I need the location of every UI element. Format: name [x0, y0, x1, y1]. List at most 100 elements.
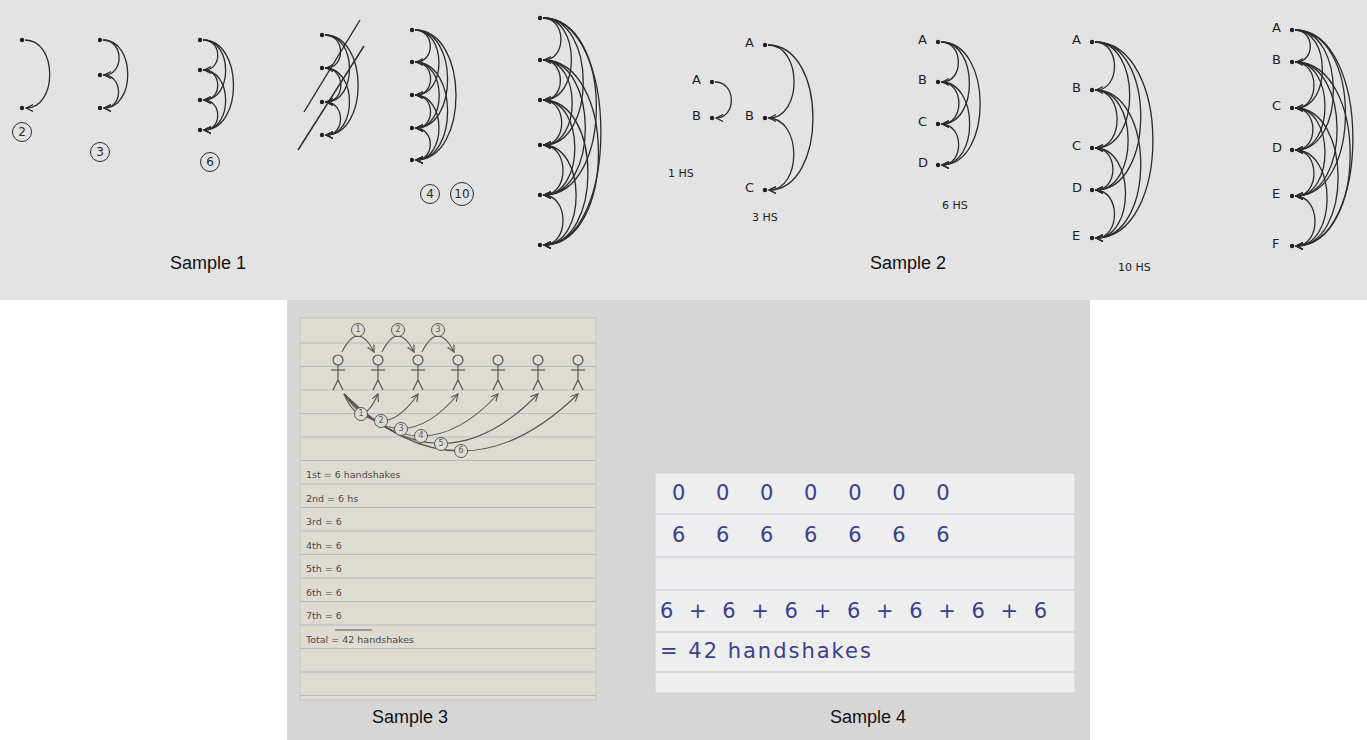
- handshake-arc: [941, 82, 970, 165]
- handshake-arc: [543, 145, 563, 195]
- handshake-count: 3 HS: [752, 212, 778, 224]
- circled-number-text: 4: [426, 188, 434, 200]
- sample1-drawing: [20, 38, 50, 110]
- person-dot: [410, 158, 414, 162]
- handshake-arc: [422, 336, 454, 352]
- handshake-arc: [415, 30, 456, 160]
- person-dot: [936, 163, 940, 167]
- circled-number-text: 3: [96, 146, 104, 158]
- stick-figure: [571, 355, 585, 390]
- handshake-arc: [1095, 190, 1114, 238]
- person-letter: B: [1072, 81, 1081, 95]
- person-dot: [320, 133, 324, 137]
- table-row: 5th = 6: [306, 564, 342, 574]
- circled-number-text: 3: [435, 326, 440, 334]
- sum-row: 6 + 6 + 6 + 6 + 6 + 6 + 6: [660, 600, 1047, 623]
- circled-number: 10: [450, 182, 474, 206]
- sample1-drawing: [198, 38, 234, 132]
- handshake-arc: [543, 60, 598, 245]
- person-letter: C: [1072, 139, 1081, 153]
- person-dot: [763, 116, 767, 120]
- circled-number: 4: [414, 429, 428, 443]
- person-dot: [98, 38, 102, 42]
- handshake-arc: [1095, 90, 1141, 238]
- person-letter: E: [1072, 229, 1080, 243]
- stick-figure: [451, 355, 465, 390]
- person-dot: [198, 38, 202, 42]
- person-dot: [1090, 146, 1094, 150]
- cross-out: [298, 46, 364, 150]
- handshake-count: 1 HS: [668, 168, 694, 180]
- person-dot: [538, 58, 542, 62]
- person-letter: B: [745, 109, 754, 123]
- sample2-drawing: [936, 40, 980, 167]
- person-dot: [20, 38, 24, 42]
- person-letter: A: [1072, 33, 1081, 47]
- circled-number: 2: [391, 323, 405, 337]
- person-dot: [1290, 148, 1294, 152]
- sample-caption: Sample 3: [372, 708, 448, 728]
- handshake-arc: [1095, 148, 1126, 238]
- person-dot: [1290, 106, 1294, 110]
- handshake-arc: [1095, 90, 1117, 148]
- person-dot: [538, 243, 542, 247]
- sample1-drawing: [298, 20, 364, 150]
- handshake-arc: [382, 336, 414, 352]
- circled-number-text: 1: [358, 410, 363, 418]
- person-dot: [320, 100, 324, 104]
- handshake-count: 10 HS: [1118, 262, 1151, 274]
- person-letter: D: [1072, 181, 1082, 195]
- person-dot: [936, 122, 940, 126]
- circled-number: 1: [351, 323, 365, 337]
- handshake-arc: [203, 70, 226, 130]
- handshake-arc: [768, 118, 794, 190]
- sample-caption: Sample 4: [830, 708, 906, 728]
- circled-number: 5: [434, 437, 448, 451]
- circled-number-text: 2: [395, 326, 400, 334]
- sample2-drawing: [1090, 40, 1153, 240]
- handshake-arc: [203, 40, 234, 130]
- handshake-arc: [543, 100, 588, 245]
- sample4-photo: [655, 473, 1075, 693]
- circled-number: 1: [354, 407, 368, 421]
- person-dot: [538, 143, 542, 147]
- person-letter: C: [918, 115, 927, 129]
- circled-number-text: 6: [458, 447, 463, 455]
- circled-number: 3: [90, 142, 110, 162]
- person-letter: F: [1272, 237, 1279, 251]
- bottom-panel: [287, 300, 1090, 740]
- circled-number: 3: [394, 422, 408, 436]
- handshake-arc: [768, 45, 794, 118]
- handshake-arc: [543, 195, 563, 245]
- handshake-arc: [1295, 62, 1350, 246]
- sample3-photo: [300, 318, 596, 700]
- table-row: 7th = 6: [306, 611, 342, 621]
- table-row: 1st = 6 handshakes: [306, 470, 400, 480]
- person-dot: [410, 60, 414, 64]
- person-dot: [1290, 194, 1294, 198]
- stick-figure: [411, 355, 425, 390]
- circled-number: 2: [12, 122, 32, 142]
- person-dot: [198, 68, 202, 72]
- person-dot: [320, 66, 324, 70]
- person-letter: B: [918, 73, 927, 87]
- stick-figure: [491, 355, 505, 390]
- person-letter: B: [692, 109, 701, 123]
- person-letter: C: [1272, 99, 1281, 113]
- person-dot: [198, 98, 202, 102]
- sample-caption: Sample 1: [170, 254, 246, 274]
- handshake-arc: [715, 82, 731, 118]
- handshake-count: 6 HS: [942, 200, 968, 212]
- person-letter: A: [918, 33, 927, 47]
- person-letter: E: [1272, 187, 1280, 201]
- person-dot: [1290, 60, 1294, 64]
- person-letter: D: [918, 156, 928, 170]
- table-row: 2nd = 6 hs: [306, 494, 358, 504]
- person-letter: A: [745, 36, 754, 50]
- handshake-arc: [1295, 150, 1314, 196]
- sample-caption: Sample 2: [870, 254, 946, 274]
- handshake-arc: [1095, 42, 1153, 238]
- table-row: 3rd = 6: [306, 517, 342, 527]
- handshake-arc: [1295, 150, 1327, 246]
